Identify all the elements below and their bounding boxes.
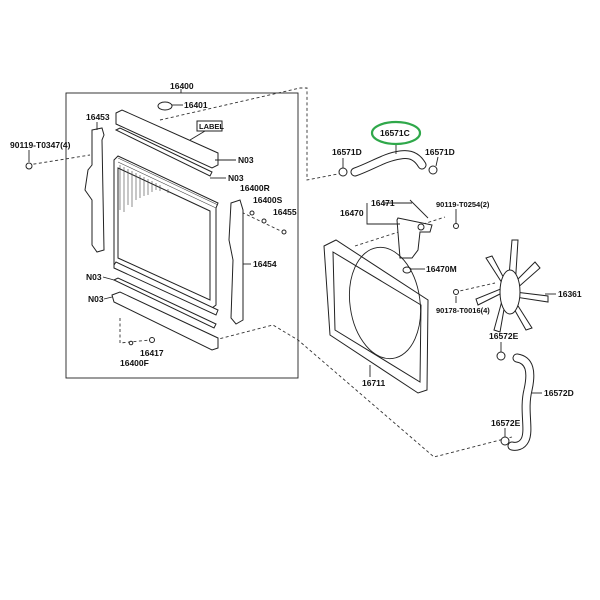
bolt-icon bbox=[25, 162, 33, 170]
label-16400f[interactable]: 16400F bbox=[120, 358, 149, 368]
label-16400[interactable]: 16400 bbox=[170, 81, 194, 91]
label-n03[interactable]: N03 bbox=[228, 173, 244, 183]
label-16571d[interactable]: 16571D bbox=[425, 147, 455, 157]
label-n03[interactable]: N03 bbox=[238, 155, 254, 165]
radiator-core bbox=[113, 155, 219, 316]
label-16571c[interactable]: 16571C bbox=[380, 128, 410, 138]
label-16572e[interactable]: 16572E bbox=[491, 418, 521, 428]
label-16455[interactable]: 16455 bbox=[273, 207, 297, 217]
label-16453[interactable]: 16453 bbox=[86, 112, 110, 122]
lower-hose-16572d bbox=[496, 342, 542, 451]
dashed-leaders bbox=[27, 87, 513, 458]
label-90119-t0254[interactable]: 90119-T0254(2) bbox=[436, 200, 490, 209]
hose-clamp-icon bbox=[500, 436, 510, 446]
lower-tank bbox=[102, 276, 219, 351]
label-tag-text: LABEL bbox=[199, 122, 224, 131]
label-90178-t0016[interactable]: 90178-T0016(4) bbox=[436, 306, 490, 315]
label-16572d[interactable]: 16572D bbox=[544, 388, 574, 398]
radiator-assembly-frame bbox=[65, 89, 299, 379]
label-16401[interactable]: 16401 bbox=[184, 100, 208, 110]
label-16571d[interactable]: 16571D bbox=[332, 147, 362, 157]
upper-tank bbox=[114, 101, 236, 179]
label-16711[interactable]: 16711 bbox=[362, 378, 385, 388]
part-labels: 16400 16401 16453 LABEL 90119-T0347(4) N… bbox=[10, 81, 582, 428]
drain-plug-icon bbox=[149, 337, 155, 343]
upper-hose-16571c bbox=[338, 144, 439, 177]
label-16470[interactable]: 16470 bbox=[340, 208, 364, 218]
label-tag bbox=[196, 120, 223, 132]
right-support-16454 bbox=[228, 199, 287, 325]
nut-icon bbox=[453, 289, 459, 295]
label-16400s[interactable]: 16400S bbox=[253, 195, 283, 205]
label-90119-t0347[interactable]: 90119-T0347(4) bbox=[10, 140, 71, 150]
label-16400r[interactable]: 16400R bbox=[240, 183, 270, 193]
label-n03[interactable]: N03 bbox=[88, 294, 104, 304]
hose-clamp-icon bbox=[338, 167, 348, 177]
label-16470m[interactable]: 16470M bbox=[426, 264, 457, 274]
fan-shroud-16711 bbox=[323, 239, 429, 394]
reservoir-16470 bbox=[366, 199, 459, 274]
highlight-ring bbox=[370, 120, 422, 146]
label-16361[interactable]: 16361 bbox=[558, 289, 582, 299]
hose-clamp-icon bbox=[496, 351, 506, 361]
label-n03[interactable]: N03 bbox=[86, 272, 102, 282]
cooling-fan-16361 bbox=[453, 239, 556, 333]
label-16417[interactable]: 16417 bbox=[140, 348, 164, 358]
label-16454[interactable]: 16454 bbox=[253, 259, 277, 269]
radiator-cap bbox=[157, 101, 173, 111]
bolt-icon bbox=[453, 223, 459, 229]
hose-clamp-icon bbox=[428, 165, 438, 175]
label-16572e[interactable]: 16572E bbox=[489, 331, 519, 341]
label-16471[interactable]: 16471 bbox=[371, 198, 395, 208]
left-support-16453 bbox=[84, 122, 105, 253]
